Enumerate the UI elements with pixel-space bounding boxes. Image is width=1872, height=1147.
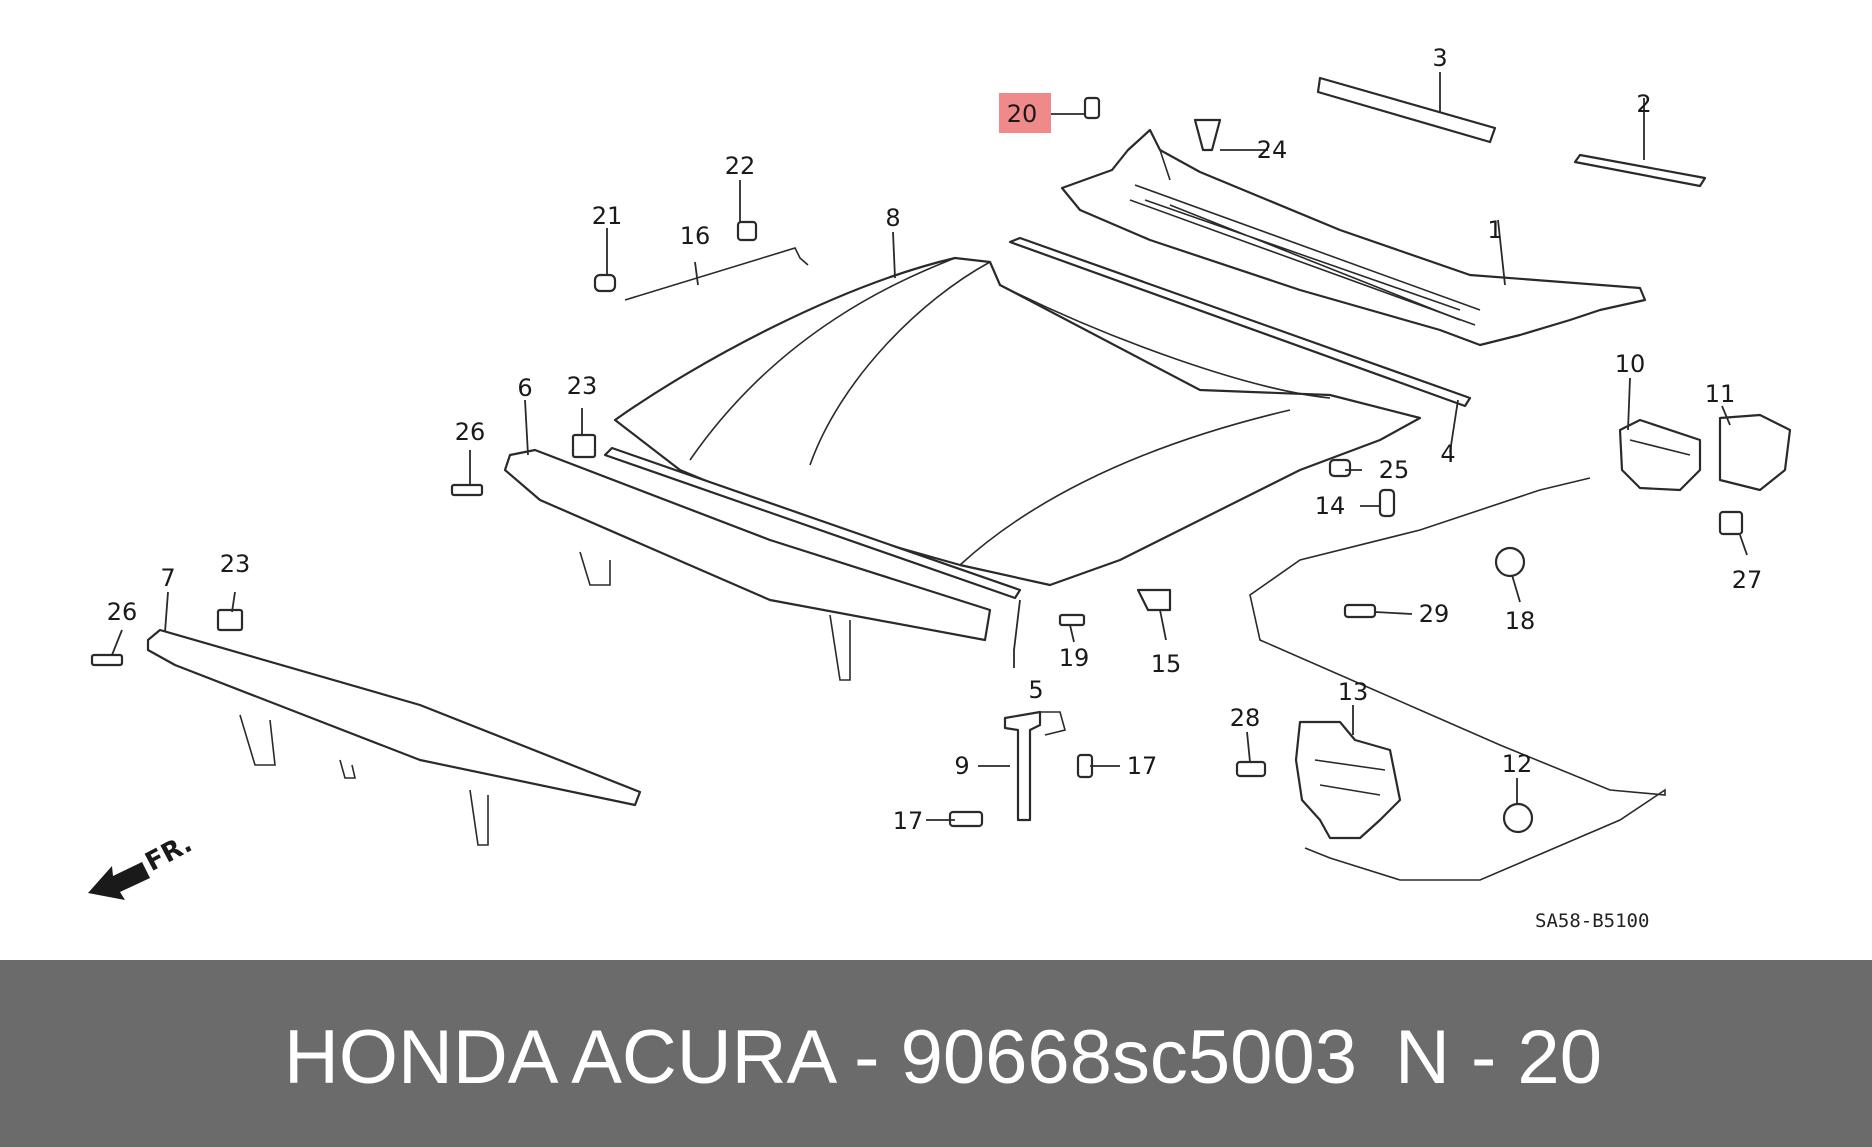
callout-16: 16 xyxy=(680,222,711,250)
hood-panel-part xyxy=(613,256,1422,587)
callout-4: 4 xyxy=(1440,440,1455,468)
callout-28: 28 xyxy=(1230,704,1261,732)
parts-diagram: 1 2 3 4 5 6 7 8 9 10 11 12 13 14 15 16 1… xyxy=(88,44,1792,932)
callout-labels: 1 2 3 4 5 6 7 8 9 10 11 12 13 14 15 16 1… xyxy=(107,44,1763,835)
callout-9: 9 xyxy=(954,752,969,780)
callout-17b: 17 xyxy=(893,807,924,835)
footer-bar xyxy=(0,960,1872,1147)
callout-8: 8 xyxy=(885,204,900,232)
callout-25: 25 xyxy=(1379,456,1410,484)
callout-13: 13 xyxy=(1338,678,1369,706)
hood-molding-part xyxy=(503,448,992,681)
release-cable-part xyxy=(1249,477,1666,881)
footer-part-number: HONDA ACURA - 90668sc5003 xyxy=(284,1015,1357,1100)
hood-support-part xyxy=(1003,710,1066,822)
callout-29: 29 xyxy=(1419,600,1450,628)
vent-grille-left-part xyxy=(1316,76,1497,144)
callout-27: 27 xyxy=(1732,566,1763,594)
hood-seal-rear-part xyxy=(1008,236,1472,408)
callout-20: 20 xyxy=(1007,100,1038,128)
callout-18: 18 xyxy=(1505,607,1536,635)
footer-reference: N - 20 xyxy=(1395,1015,1602,1100)
front-direction-indicator: FR. xyxy=(88,829,197,900)
front-molding-part xyxy=(146,628,642,846)
callout-5: 5 xyxy=(1028,676,1043,704)
cowl-panel-part xyxy=(1060,128,1647,347)
hood-latch-part xyxy=(1294,720,1402,840)
callout-2: 2 xyxy=(1636,90,1651,118)
callout-11: 11 xyxy=(1705,380,1736,408)
callout-3: 3 xyxy=(1432,44,1447,72)
leader-lines xyxy=(111,72,1748,821)
callout-23a: 23 xyxy=(567,372,598,400)
front-arrow-icon xyxy=(88,862,150,900)
callout-20-highlight xyxy=(999,93,1051,133)
callout-22: 22 xyxy=(725,152,756,180)
callout-23b: 23 xyxy=(220,550,251,578)
callout-6: 6 xyxy=(517,374,532,402)
callout-19: 19 xyxy=(1059,644,1090,672)
callout-12: 12 xyxy=(1502,750,1533,778)
front-direction-label: FR. xyxy=(141,829,198,878)
callout-7: 7 xyxy=(160,564,175,592)
callout-1: 1 xyxy=(1487,216,1502,244)
diagram-code: SA58-B5100 xyxy=(1535,910,1649,932)
hood-seal-front-part xyxy=(603,446,1022,600)
latch-cover-part xyxy=(1718,413,1792,492)
callout-10: 10 xyxy=(1615,350,1646,378)
callout-14: 14 xyxy=(1315,492,1346,520)
callout-15: 15 xyxy=(1151,650,1182,678)
callout-24: 24 xyxy=(1257,136,1288,164)
callout-21: 21 xyxy=(592,202,623,230)
vent-grille-right-part xyxy=(1573,153,1707,188)
latch-bracket-part xyxy=(1618,418,1702,492)
callout-17a: 17 xyxy=(1127,752,1158,780)
fasteners xyxy=(90,96,1744,834)
support-rod-part xyxy=(624,247,809,301)
callout-26b: 26 xyxy=(107,598,138,626)
callout-26a: 26 xyxy=(455,418,486,446)
